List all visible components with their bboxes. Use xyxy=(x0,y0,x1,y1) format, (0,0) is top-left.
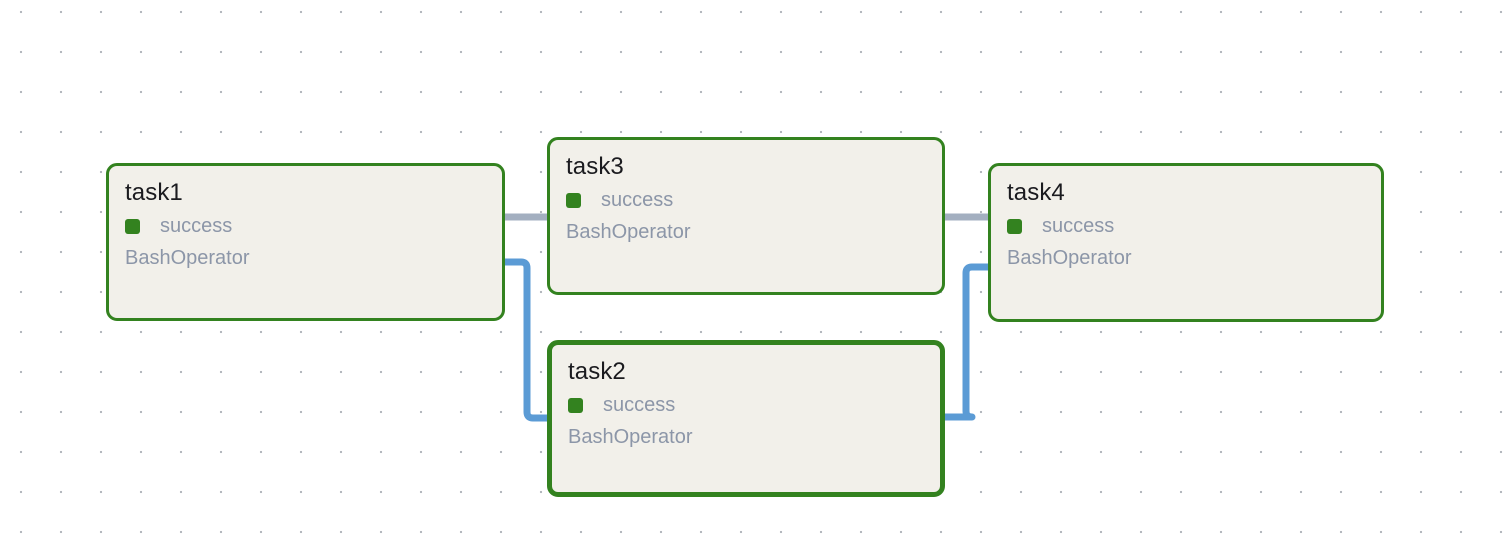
node-status-row: success xyxy=(568,393,924,417)
dag-node-task1[interactable]: task1 success BashOperator xyxy=(106,163,505,321)
node-title: task2 xyxy=(568,358,626,385)
node-status-row: success xyxy=(1007,214,1365,238)
node-status-row: success xyxy=(125,214,486,238)
node-operator-label: BashOperator xyxy=(568,426,693,448)
node-status-label: success xyxy=(603,394,676,416)
edge-task1-task2 xyxy=(500,258,553,422)
dag-node-task2[interactable]: task2 success BashOperator xyxy=(547,340,945,497)
dag-node-task4[interactable]: task4 success BashOperator xyxy=(988,163,1384,322)
status-success-icon xyxy=(125,218,140,234)
node-status-label: success xyxy=(601,189,674,211)
status-success-icon xyxy=(566,192,581,208)
node-status-label: success xyxy=(160,215,233,237)
node-status-row: success xyxy=(566,188,926,212)
node-title: task3 xyxy=(566,153,624,180)
node-status-label: success xyxy=(1042,215,1115,237)
node-operator-label: BashOperator xyxy=(125,247,250,269)
edge-task2-task4 xyxy=(940,263,993,421)
status-success-icon xyxy=(568,397,583,413)
node-title: task4 xyxy=(1007,179,1065,206)
status-success-icon xyxy=(1007,218,1022,234)
node-operator-label: BashOperator xyxy=(566,221,691,243)
dag-node-task3[interactable]: task3 success BashOperator xyxy=(547,137,945,295)
node-operator-label: BashOperator xyxy=(1007,247,1132,269)
node-title: task1 xyxy=(125,179,183,206)
